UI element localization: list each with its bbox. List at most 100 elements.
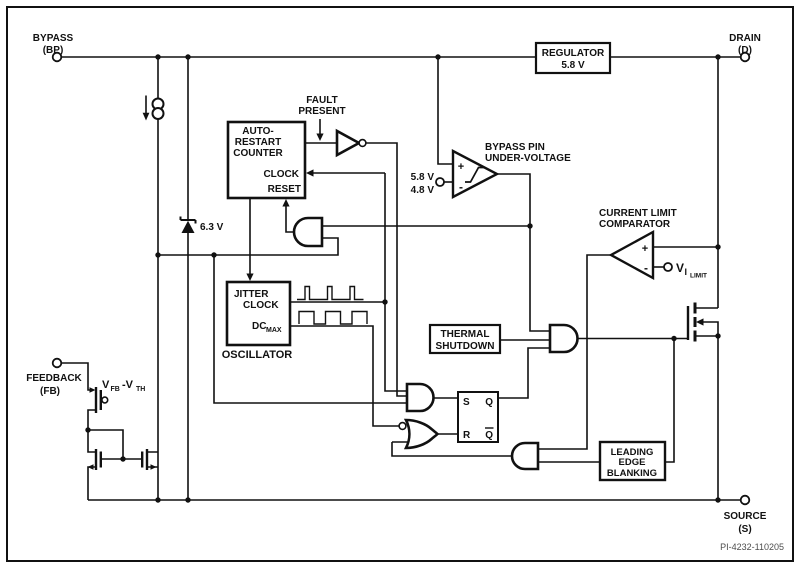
blanking-and-gate <box>510 441 540 471</box>
dcmax-waveform <box>298 310 368 325</box>
oscillator-dc: DC <box>252 321 266 332</box>
counter-clock-pin: CLOCK <box>263 169 299 180</box>
bypass-terminal <box>51 51 63 63</box>
wire-uv-output <box>497 173 550 332</box>
wire-enable-node <box>158 237 339 256</box>
uv-title-line1: BYPASS PIN <box>485 142 545 153</box>
jitter-waveform <box>297 285 364 301</box>
thermal-line1: THERMAL <box>441 329 490 340</box>
bypass-label: BYPASS <box>33 33 74 44</box>
feedback-pmos-icon <box>89 387 109 413</box>
power-mosfet-icon <box>686 302 704 342</box>
source-pin-label: (S) <box>738 524 751 535</box>
zener-diode-icon <box>179 216 197 233</box>
latch-qbar-label: Q <box>485 430 493 441</box>
current-limit-comparator <box>608 229 655 281</box>
wire-mosfet-body-lead <box>702 321 719 336</box>
wire-clock-feedback <box>384 173 407 392</box>
uv-minus-sign: - <box>459 180 463 194</box>
uv-vlow-label: 4.8 V <box>411 185 435 196</box>
uv-vhigh-label: 5.8 V <box>411 172 435 183</box>
wire-uv-plus-input <box>437 57 453 165</box>
oscillator-clock: CLOCK <box>243 300 279 311</box>
fault-present-line2: PRESENT <box>298 106 345 117</box>
regulator-block <box>534 41 612 75</box>
zener-voltage-label: 6.3 V <box>200 222 224 233</box>
regulator-voltage: 5.8 V <box>561 60 585 71</box>
output-and-gate <box>548 323 579 354</box>
fault-arrowhead <box>316 133 324 141</box>
leb-line3: BLANKING <box>607 468 657 479</box>
climit-minus-sign: - <box>644 261 648 275</box>
oscillator-jitter: JITTER <box>234 289 269 300</box>
leb-line2: EDGE <box>619 457 646 468</box>
diagram-border <box>6 6 794 562</box>
junction-dots <box>85 54 721 503</box>
wire-reset-and-output <box>285 204 294 233</box>
oscillator-block <box>225 280 292 347</box>
uv-reference-terminal <box>435 177 445 187</box>
counter-line2: RESTART <box>235 137 281 148</box>
vfb-v: V <box>102 379 110 391</box>
feedback-pin-label: (FB) <box>40 386 60 397</box>
set-and-gate <box>405 382 435 413</box>
drain-pin-label: (D) <box>738 45 752 56</box>
feedback-terminal <box>51 357 63 369</box>
climit-plus-sign: + <box>642 243 648 255</box>
sr-latch-block <box>457 391 499 443</box>
source-label: SOURCE <box>724 511 767 522</box>
counter-reset-pin: RESET <box>268 184 301 195</box>
or-input-bubble <box>398 421 407 431</box>
wire-inverter-output <box>366 142 407 397</box>
vth-sub: TH <box>136 386 145 393</box>
reset-or-gate <box>398 418 440 450</box>
fault-present-line1: FAULT <box>306 95 337 106</box>
oscillator-dc-sub: MAX <box>266 327 282 334</box>
wire-climit-output <box>538 254 611 450</box>
wire-lower-and-wrap <box>391 442 512 457</box>
climit-title-line2: COMPARATOR <box>599 219 671 230</box>
source-terminal <box>739 494 751 506</box>
reset-and-gate <box>292 216 324 248</box>
wire-gate-to-leb <box>665 338 675 463</box>
climit-title-line1: CURRENT LIMIT <box>599 208 677 219</box>
ilimit-sub: LIMIT <box>690 273 707 280</box>
auto-restart-counter-block <box>226 120 307 200</box>
part-number: PI-4232-110205 <box>720 542 784 552</box>
thermal-shutdown-block <box>428 323 502 355</box>
uv-title-line2: UNDER-VOLTAGE <box>485 153 571 164</box>
thermal-line2: SHUTDOWN <box>436 341 495 352</box>
leading-edge-blanking-block <box>598 440 667 482</box>
mirror-left-nmos-icon <box>87 449 102 470</box>
ilimit-v: V <box>676 261 684 275</box>
drain-terminal <box>739 51 751 63</box>
circuit-wires <box>61 56 741 501</box>
wire-feedback-enable <box>213 255 407 404</box>
signal-arrowheads <box>246 133 324 281</box>
oscillator-caption: OSCILLATOR <box>222 349 293 361</box>
latch-q-label: Q <box>485 397 493 408</box>
wire-fb-input <box>61 362 89 386</box>
counter-line1: AUTO- <box>242 126 273 137</box>
ilimit-reference-terminal <box>663 262 673 272</box>
mirror-right-nmos-icon <box>141 449 157 470</box>
bypass-pin-label: (BP) <box>43 45 64 56</box>
wire-q-output <box>498 347 550 399</box>
vfb-sub: FB <box>111 386 120 393</box>
uv-plus-sign: + <box>458 161 464 173</box>
vth-v: -V <box>122 379 134 391</box>
clock-arrowhead <box>306 169 314 177</box>
inverter-bubble <box>358 138 367 148</box>
hysteresis-icon <box>465 166 484 183</box>
inverter-gate <box>335 128 367 158</box>
feedback-label: FEEDBACK <box>26 373 82 384</box>
latch-s-label: S <box>463 397 470 408</box>
latch-r-label: R <box>463 430 471 441</box>
leb-line1: LEADING <box>611 447 654 458</box>
osc-arrowhead <box>246 273 254 281</box>
reset-arrowhead <box>282 199 290 207</box>
bypass-uv-comparator <box>451 149 500 199</box>
wire-osc-dcmax-out <box>290 325 399 427</box>
drain-label: DRAIN <box>729 33 761 44</box>
